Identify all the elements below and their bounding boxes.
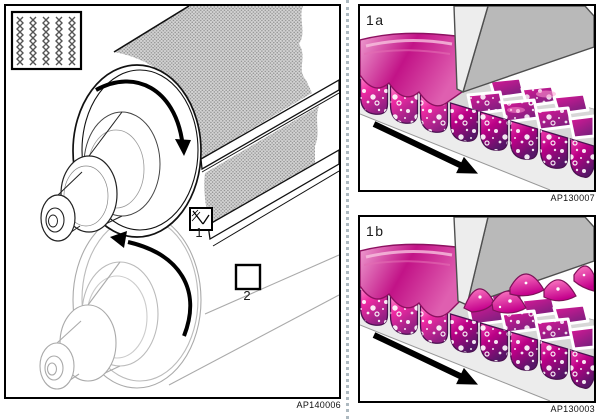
doctor-blade-bar	[200, 79, 339, 247]
scraped-ink-cells	[466, 76, 594, 140]
callout-box-1	[189, 207, 213, 231]
excess-ink-mounds	[463, 265, 594, 314]
callout-1-label: 1	[195, 225, 203, 240]
detail-b-label: 1b	[366, 223, 385, 239]
callout-2-label: 2	[243, 288, 251, 303]
detail-a-caption: AP130007	[550, 193, 595, 203]
ink-film	[360, 243, 461, 318]
ink-cell-scene-a	[360, 6, 594, 190]
main-panel	[4, 4, 341, 399]
detail-b-caption: AP130003	[550, 404, 595, 414]
ink-filled-cells-row	[360, 286, 594, 389]
detail-a-label: 1a	[366, 12, 385, 28]
roller-diagram	[10, 6, 339, 390]
main-panel-caption: AP140006	[296, 400, 341, 410]
detail-panel-1a	[358, 4, 596, 192]
rotation-arrow-clockwise-icon	[95, 79, 191, 156]
ink-cell-scene-b	[360, 217, 594, 401]
engraving-pattern-inset	[10, 10, 83, 71]
callout-box-2	[234, 263, 262, 291]
anilox-roller-face	[40, 64, 202, 242]
zigzag-pattern-icon	[16, 16, 76, 66]
direction-arrow-icon	[372, 332, 478, 385]
panel-divider	[346, 0, 349, 419]
ink-film	[360, 32, 463, 107]
detail-panel-1b	[358, 215, 596, 403]
doctor-blade	[453, 6, 594, 93]
anilox-roller	[40, 6, 339, 247]
direction-arrow-icon	[372, 121, 478, 174]
rotation-arrow-counterclockwise-icon	[110, 231, 193, 337]
impression-roller	[39, 211, 339, 390]
doctor-blade-mini-icon	[191, 209, 210, 225]
